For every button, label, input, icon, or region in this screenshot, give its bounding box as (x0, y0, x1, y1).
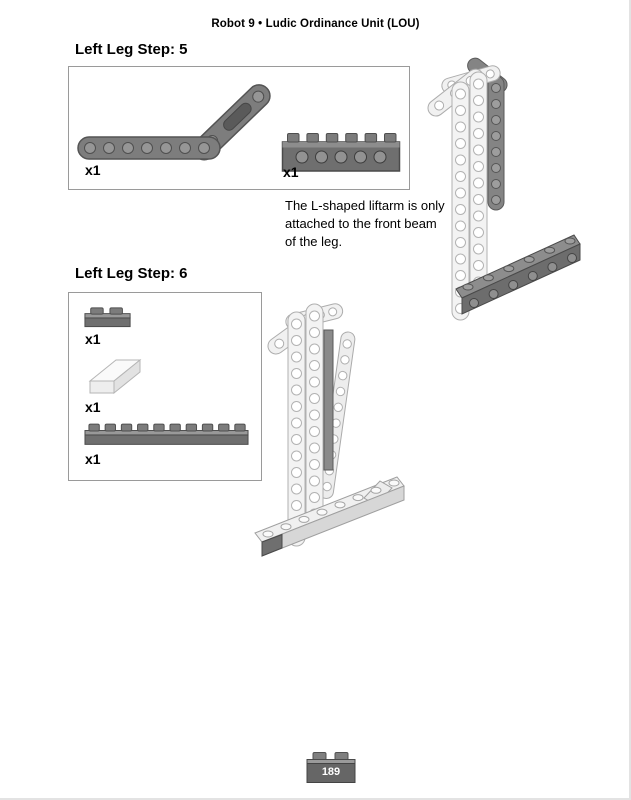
step6-parts-box: x1 x1 x1 (68, 292, 262, 481)
step5-assembly-image (416, 56, 594, 348)
part-quantity: x1 (85, 331, 101, 347)
slope-brick-svg (88, 358, 142, 395)
liftarm-l-shape-svg (77, 84, 271, 161)
plate-1x2-svg (84, 307, 131, 328)
technic-brick-svg (281, 133, 401, 172)
technic-brick-image (281, 129, 401, 173)
base-plate-side-face (261, 485, 405, 557)
step6-assembly-image (246, 282, 426, 582)
part-quantity: x1 (85, 399, 101, 415)
step6-title: Left Leg Step: 6 (75, 265, 188, 282)
slope-brick-image (82, 353, 146, 397)
part-quantity: x1 (85, 451, 101, 467)
plate-1x2-image (83, 305, 133, 329)
page-header: Robot 9 • Ludic Ordinance Unit (LOU) (211, 18, 420, 30)
page-number: 189 (321, 766, 341, 778)
part-quantity: x1 (283, 164, 299, 180)
step5-parts-box: x1 x1 (68, 66, 410, 190)
dark-liftarm-vertical (487, 75, 505, 211)
part-quantity: x1 (85, 162, 101, 178)
page-number-plate-svg (306, 752, 356, 783)
liftarm-l-shape-image (75, 75, 275, 175)
base-dark-end-piece (261, 533, 283, 557)
plate-1x10-svg (84, 423, 249, 445)
step5-note: The L-shaped liftarm is only attached to… (285, 198, 445, 250)
page-number-plate: 189 (304, 750, 358, 786)
step5-assembly-svg (427, 57, 581, 321)
step6-assembly-svg (254, 303, 405, 557)
plate-1x10-image (83, 419, 251, 447)
step5-title: Left Leg Step: 5 (75, 41, 188, 58)
dark-liftarm-sliver (323, 329, 334, 471)
